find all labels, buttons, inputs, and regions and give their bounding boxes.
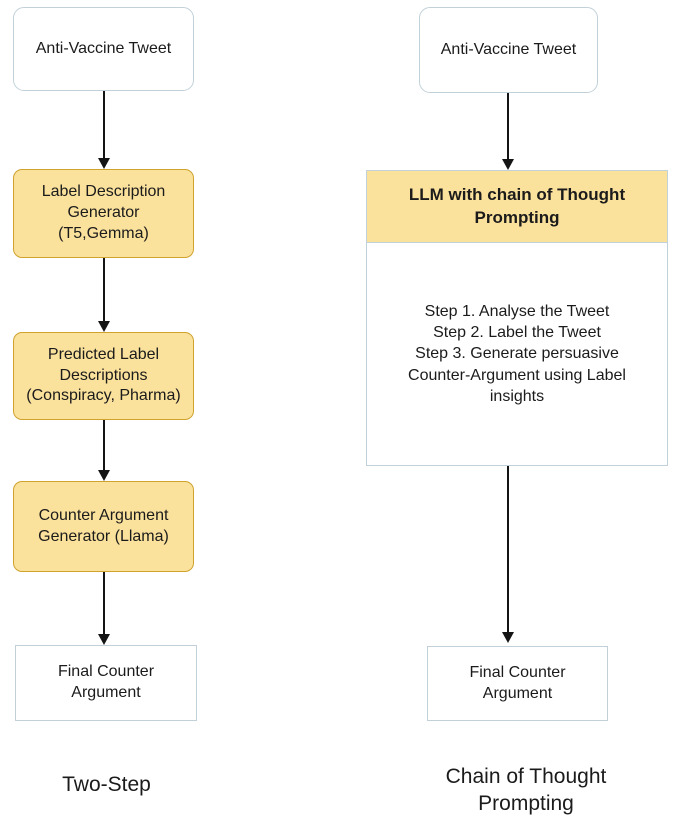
node-counter-argument-generator: Counter Argument Generator (Llama) bbox=[13, 481, 194, 572]
node-final-counter-argument-right: Final Counter Argument bbox=[427, 646, 608, 721]
node-llm-chain-of-thought: LLM with chain of Thought Prompting Step… bbox=[366, 170, 668, 466]
node-anti-vaccine-tweet-right: Anti-Vaccine Tweet bbox=[419, 7, 598, 93]
arrow-right-input-to-llm bbox=[502, 93, 514, 170]
arrow-left-input-to-label-generator bbox=[98, 91, 110, 169]
llm-box-steps: Step 1. Analyse the Tweet Step 2. Label … bbox=[408, 303, 626, 405]
node-anti-vaccine-tweet-left: Anti-Vaccine Tweet bbox=[13, 7, 194, 91]
node-label-description-generator: Label Description Generator (T5,Gemma) bbox=[13, 169, 194, 258]
arrow-label-generator-to-predicted-labels bbox=[98, 258, 110, 332]
caption-two-step: Two-Step bbox=[62, 773, 151, 796]
arrow-predicted-labels-to-counter-generator bbox=[98, 420, 110, 481]
caption-chain-of-thought-prompting: Chain of Thought Prompting bbox=[445, 765, 607, 815]
arrow-llm-to-final-right bbox=[502, 466, 514, 643]
llm-box-header: LLM with chain of Thought Prompting bbox=[367, 171, 667, 243]
node-final-counter-argument-left: Final Counter Argument bbox=[15, 645, 197, 721]
node-predicted-label-descriptions: Predicted Label Descriptions (Conspiracy… bbox=[13, 332, 194, 420]
arrow-counter-generator-to-final-left bbox=[98, 572, 110, 645]
